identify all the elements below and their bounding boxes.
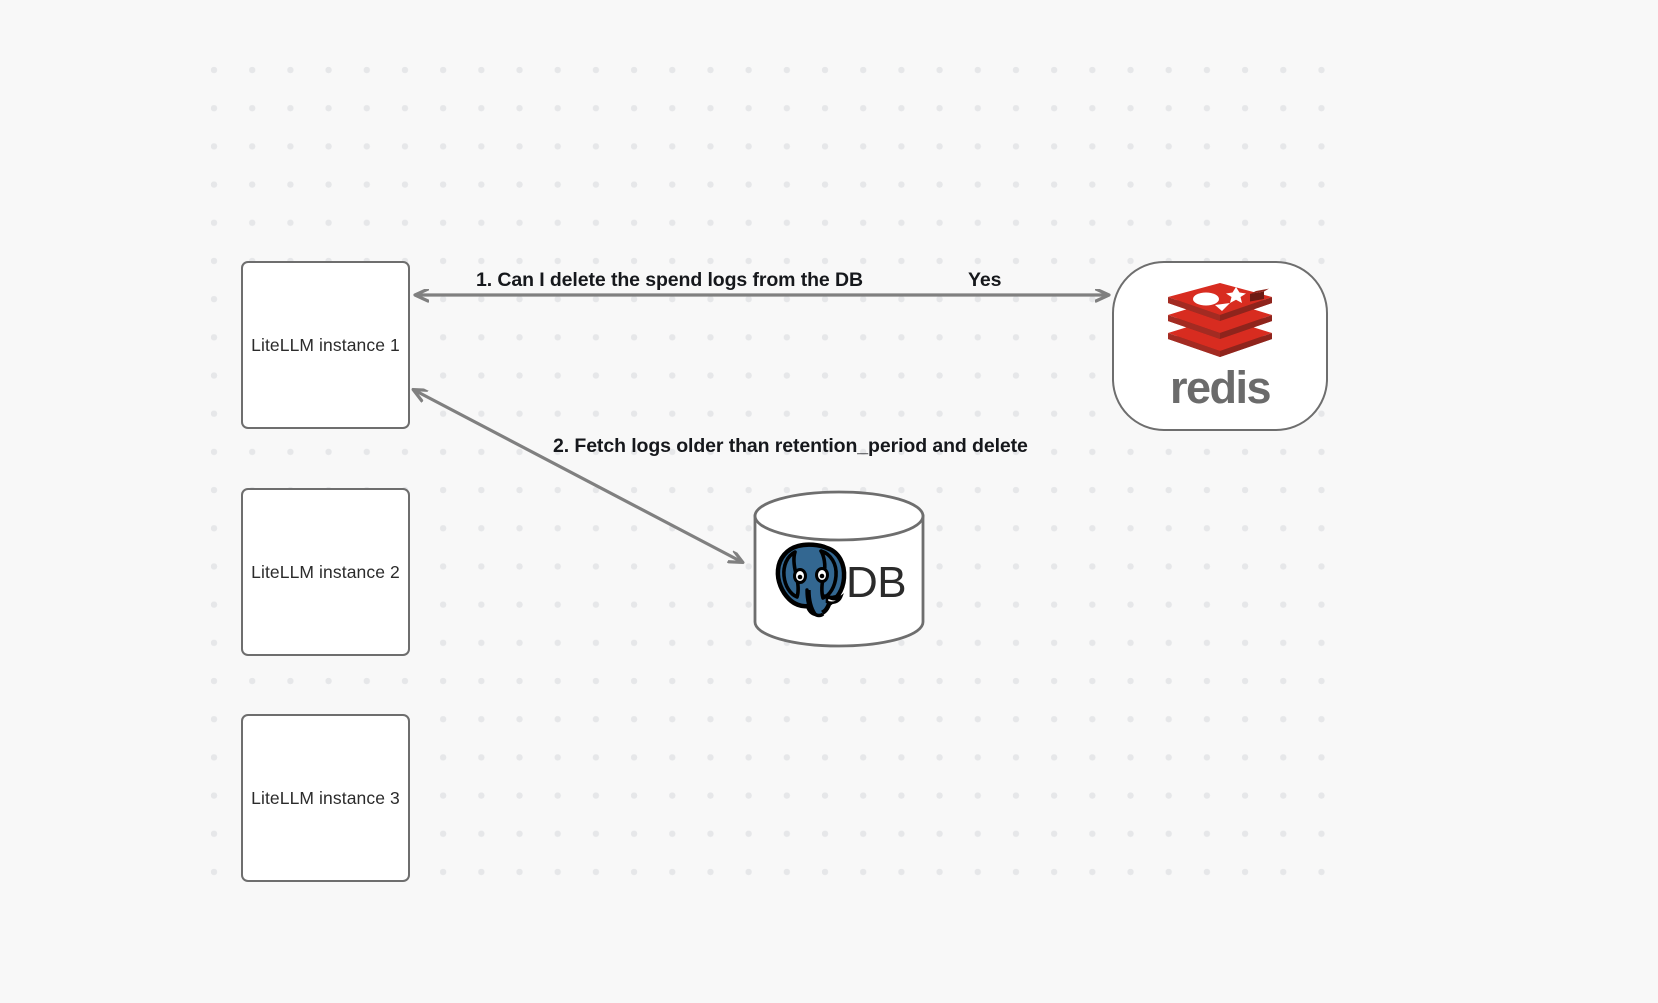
edge-label-step-2: 2. Fetch logs older than retention_perio… (553, 435, 1028, 457)
node-litellm-instance-3[interactable]: LiteLLM instance 3 (241, 714, 410, 882)
node-label: LiteLLM instance 1 (251, 334, 400, 355)
edge-label-step-1-answer: Yes (968, 269, 1002, 291)
node-litellm-instance-1[interactable]: LiteLLM instance 1 (241, 261, 410, 429)
node-litellm-instance-2[interactable]: LiteLLM instance 2 (241, 488, 410, 656)
redis-logo-icon (1168, 282, 1272, 357)
node-redis[interactable]: redis (1112, 261, 1328, 431)
node-label: LiteLLM instance 3 (251, 787, 400, 808)
postgresql-elephant-icon (775, 542, 847, 618)
database-label: DB (846, 558, 907, 607)
node-label: LiteLLM instance 2 (251, 561, 400, 582)
node-database[interactable]: DB (753, 490, 925, 648)
edge-litellm1-database (414, 390, 742, 562)
redis-wordmark: redis (1169, 361, 1272, 413)
edge-label-step-1: 1. Can I delete the spend logs from the … (476, 269, 863, 291)
